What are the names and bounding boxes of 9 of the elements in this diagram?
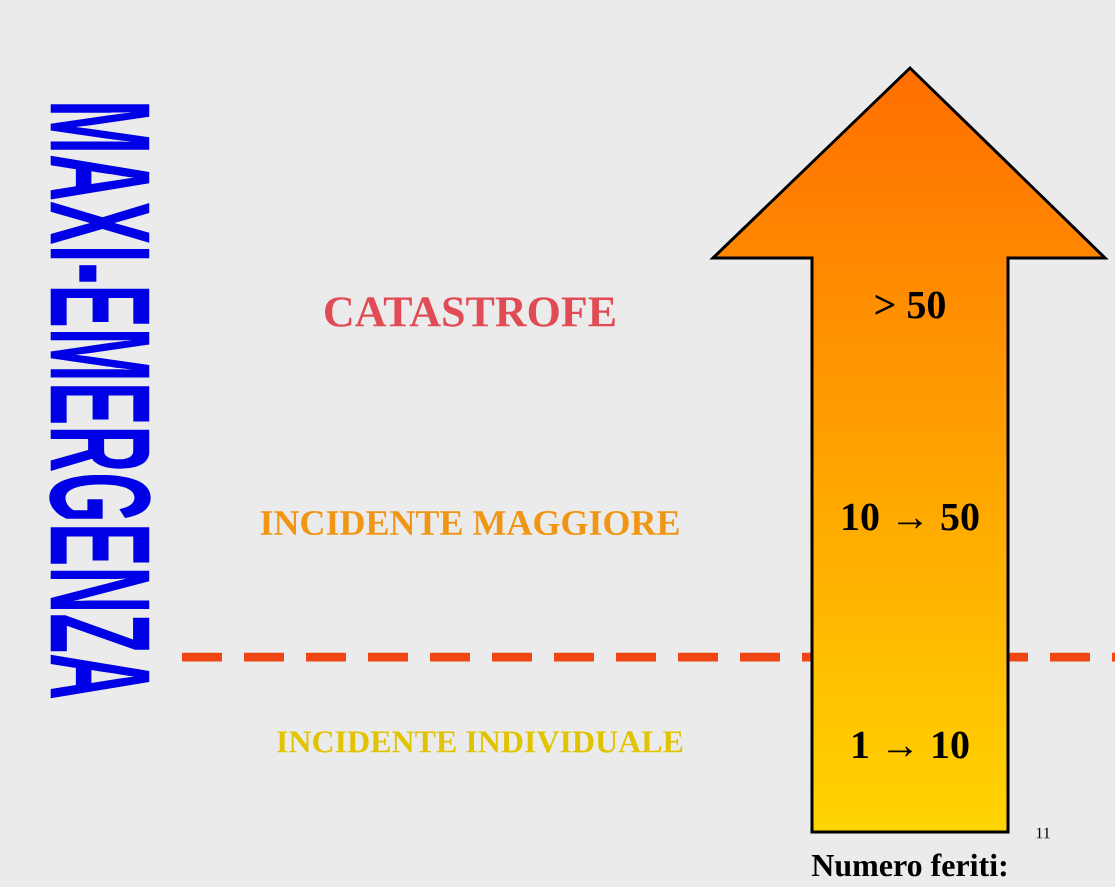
- level-label: INCIDENTE INDIVIDUALE: [277, 731, 683, 753]
- vertical-title: MAXI-EMERGENZA: [49, 104, 151, 699]
- level-label: INCIDENTE MAGGIORE: [260, 510, 679, 536]
- range-label: 1 → 10: [853, 731, 969, 759]
- range-label: 10 → 50: [843, 503, 979, 531]
- level-label: CATASTROFE: [325, 297, 615, 327]
- axis-caption: Numero feriti:: [811, 853, 1006, 877]
- page-number: 11: [1036, 827, 1050, 839]
- range-label: > 50: [875, 291, 945, 319]
